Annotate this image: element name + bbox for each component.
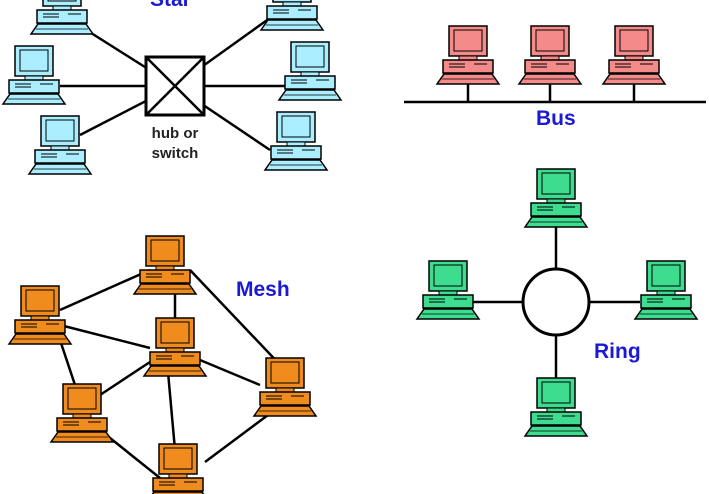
mesh-link — [189, 269, 286, 371]
star-topology — [60, 16, 298, 152]
computer-icon — [436, 25, 500, 85]
mesh-link — [166, 371, 177, 451]
computer-icon — [416, 260, 480, 320]
mesh-link — [59, 323, 151, 350]
ring-topology — [472, 226, 640, 380]
hub-label-line-2: switch — [151, 145, 199, 162]
mesh-link — [99, 360, 151, 397]
computer-icon — [253, 357, 317, 417]
mesh-title: Mesh — [236, 278, 290, 301]
computer-icon — [260, 0, 324, 31]
computer-icon — [602, 25, 666, 85]
computer-icon — [143, 317, 207, 377]
mesh-link — [199, 358, 261, 387]
computer-icon — [634, 260, 698, 320]
hub-label: hub or switch — [130, 124, 220, 164]
computer-icon — [30, 0, 94, 35]
computer-icon — [524, 377, 588, 437]
mesh-link — [204, 413, 269, 464]
hub-label-line-1: hub or — [151, 125, 199, 142]
hub-switch-icon — [144, 55, 206, 117]
ring-title: Ring — [594, 340, 641, 363]
computer-icon — [28, 115, 92, 175]
ring-circle-icon — [521, 267, 591, 337]
star-title: Star — [150, 0, 191, 12]
mesh-link — [59, 268, 151, 312]
computer-icon — [524, 168, 588, 228]
computer-icon — [133, 235, 197, 295]
computer-icon — [264, 111, 328, 171]
computer-icon — [518, 25, 582, 85]
bus-title: Bus — [536, 107, 576, 130]
computer-icon — [8, 285, 72, 345]
computer-icon — [278, 41, 342, 101]
computer-icon — [2, 45, 66, 105]
computer-icon — [146, 443, 210, 494]
